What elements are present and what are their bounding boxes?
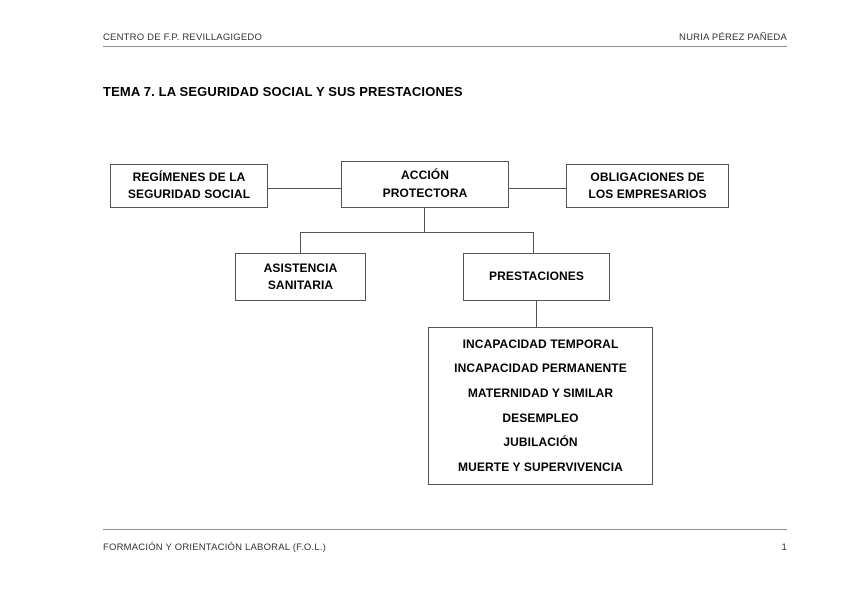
node-obligaciones-line2: LOS EMPRESARIOS <box>588 187 707 201</box>
footer-left-text: FORMACIÓN Y ORIENTACIÓN LABORAL (F.O.L.) <box>103 542 327 553</box>
node-prestaciones-line1: PRESTACIONES <box>489 269 584 284</box>
node-accion-line2: PROTECTORA <box>382 185 468 200</box>
node-accion-line1: ACCIÓN <box>401 168 449 183</box>
node-asistencia-line2: SANITARIA <box>267 278 334 292</box>
list-item-desempleo: DESEMPLEO <box>502 410 579 425</box>
list-item-maternidad-y-similar: MATERNIDAD Y SIMILAR <box>467 386 614 401</box>
list-item-incapacidad-permanente: INCAPACIDAD PERMANENTE <box>454 361 627 376</box>
node-regimenes-line2: SEGURIDAD SOCIAL <box>127 187 251 201</box>
node-regimenes-seguridad-social: REGÍMENES DE LA SEGURIDAD SOCIAL <box>110 164 268 208</box>
node-prestaciones-list: INCAPACIDAD TEMPORAL INCAPACIDAD PERMANE… <box>428 327 653 485</box>
page-header: CENTRO DE F.P. REVILLAGIGEDO NURIA PÉREZ… <box>103 32 787 48</box>
node-obligaciones-line1: OBLIGACIONES DE <box>590 169 705 184</box>
page-number: 1 <box>781 542 787 553</box>
node-asistencia-line1: ASISTENCIA <box>263 260 338 275</box>
node-accion-protectora: ACCIÓN PROTECTORA <box>341 161 509 208</box>
page-footer: FORMACIÓN Y ORIENTACIÓN LABORAL (F.O.L.)… <box>103 529 787 557</box>
list-item-muerte-y-supervivencia: MUERTE Y SUPERVIVENCIA <box>458 459 623 474</box>
connector-accion-obligaciones <box>509 188 566 189</box>
footer-divider <box>103 529 787 530</box>
node-regimenes-line1: REGÍMENES DE LA <box>132 169 246 184</box>
connector-horizontal-bus <box>300 232 534 233</box>
list-item-jubilacion: JUBILACIÓN <box>503 435 578 450</box>
node-asistencia-sanitaria: ASISTENCIA SANITARIA <box>235 253 366 301</box>
connector-accion-stub <box>424 208 425 232</box>
connector-regimenes-accion <box>268 188 341 189</box>
connector-bus-asistencia <box>300 232 301 253</box>
node-obligaciones-empresarios: OBLIGACIONES DE LOS EMPRESARIOS <box>566 164 729 208</box>
connector-prestaciones-lista <box>536 301 537 327</box>
node-prestaciones: PRESTACIONES <box>463 253 610 301</box>
connector-bus-prestaciones <box>533 232 534 253</box>
page-title: TEMA 7. LA SEGURIDAD SOCIAL Y SUS PRESTA… <box>103 84 463 99</box>
header-divider <box>103 46 787 47</box>
header-left-text: CENTRO DE F.P. REVILLAGIGEDO <box>103 32 263 43</box>
header-right-text: NURIA PÉREZ PAÑEDA <box>679 32 787 43</box>
list-item-incapacidad-temporal: INCAPACIDAD TEMPORAL <box>462 336 619 351</box>
